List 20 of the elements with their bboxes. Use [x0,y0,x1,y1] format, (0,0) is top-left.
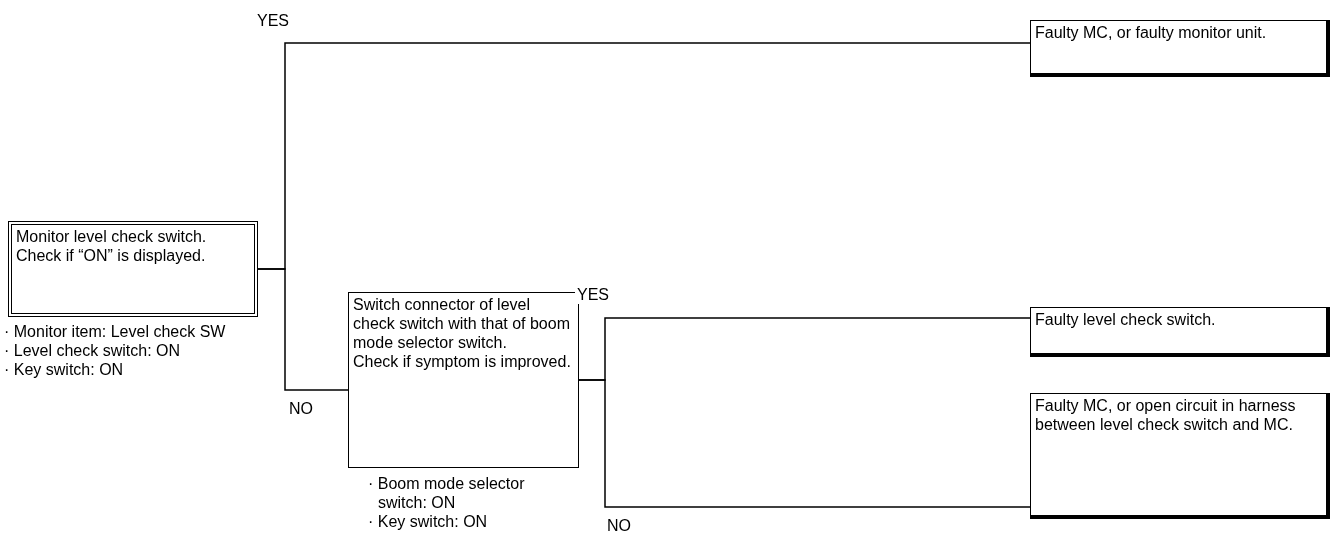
connector-line [257,268,349,391]
box-text: Faulty level check switch. [1035,310,1217,329]
process-box [1030,393,1330,519]
condition-note: · Level check switch: ON [4,341,182,360]
box-text: Monitor level check switch. [16,227,208,246]
process-box [1030,307,1330,357]
condition-note: · Key switch: ON [4,360,125,379]
edge-label: YES [575,286,611,304]
condition-note: · Key switch: ON [368,512,489,531]
box-text: Switch connector of level check switch with that of boom mode selector switch. [353,295,571,352]
process-box [1030,20,1330,77]
box-text: Check if “ON” is displayed. [16,246,207,265]
box-text: Faulty MC, or open circuit in harness between level check switch and MC. [1035,396,1297,434]
box-text: Check if symptom is improved. [353,352,572,371]
process-box [348,292,579,468]
process-box [8,221,258,317]
connector-line [578,379,1031,508]
condition-note: · Boom mode selector switch: ON [368,474,526,512]
box-text: Faulty MC, or faulty monitor unit. [1035,23,1268,42]
condition-note: · Monitor item: Level check SW [4,322,227,341]
